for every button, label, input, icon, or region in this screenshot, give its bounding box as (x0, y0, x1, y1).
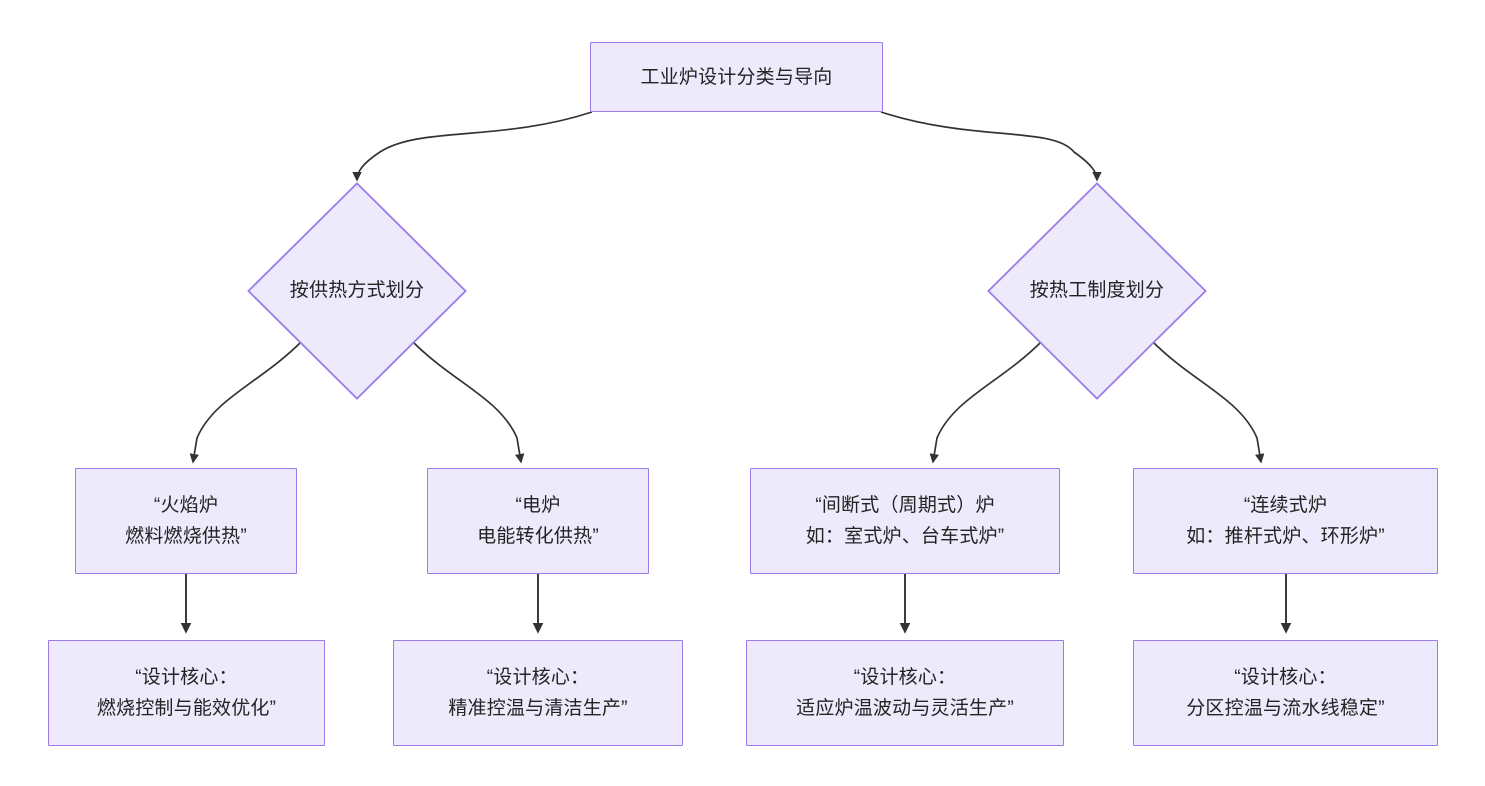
edge-root-to-thermal-regime (880, 111, 1102, 182)
node-core-batch-furnace[interactable]: “设计核心： 适应炉温波动与灵活生产” (746, 640, 1064, 746)
node-root-label: 工业炉设计分类与导向 (640, 66, 833, 88)
node-branch-heating-method[interactable]: 按供热方式划分 (247, 182, 467, 400)
node-flame-furnace-label: “火焰炉 燃料燃烧供热” (125, 495, 247, 547)
node-flame-furnace[interactable]: “火焰炉 燃料燃烧供热” (75, 468, 297, 574)
node-continuous-furnace[interactable]: “连续式炉 如：推杆式炉、环形炉” (1133, 468, 1438, 574)
node-core-electric-furnace[interactable]: “设计核心： 精准控温与清洁生产” (393, 640, 683, 746)
node-batch-furnace-label: “间断式（周期式）炉 如：室式炉、台车式炉” (805, 495, 1005, 547)
node-batch-furnace[interactable]: “间断式（周期式）炉 如：室式炉、台车式炉” (750, 468, 1060, 574)
node-branch-thermal-regime[interactable]: 按热工制度划分 (987, 182, 1207, 400)
node-branch-thermal-regime-label: 按热工制度划分 (1029, 280, 1165, 301)
node-root[interactable]: 工业炉设计分类与导向 (590, 42, 883, 112)
node-core-continuous-furnace-label: “设计核心： 分区控温与流水线稳定” (1186, 667, 1385, 719)
diamond-shape-thermal-regime (987, 182, 1207, 400)
node-electric-furnace-label: “电炉 电能转化供热” (477, 495, 599, 547)
node-core-continuous-furnace[interactable]: “设计核心： 分区控温与流水线稳定” (1133, 640, 1438, 746)
node-core-electric-furnace-label: “设计核心： 精准控温与清洁生产” (448, 667, 628, 719)
edge-root-to-heating-method (352, 111, 593, 182)
node-core-flame-furnace[interactable]: “设计核心： 燃烧控制与能效优化” (48, 640, 325, 746)
node-core-batch-furnace-label: “设计核心： 适应炉温波动与灵活生产” (796, 667, 1014, 719)
node-branch-heating-method-label: 按供热方式划分 (289, 280, 425, 301)
node-core-flame-furnace-label: “设计核心： 燃烧控制与能效优化” (96, 667, 277, 719)
node-electric-furnace[interactable]: “电炉 电能转化供热” (427, 468, 649, 574)
node-continuous-furnace-label: “连续式炉 如：推杆式炉、环形炉” (1186, 495, 1385, 547)
diamond-shape-heating-method (247, 182, 467, 400)
